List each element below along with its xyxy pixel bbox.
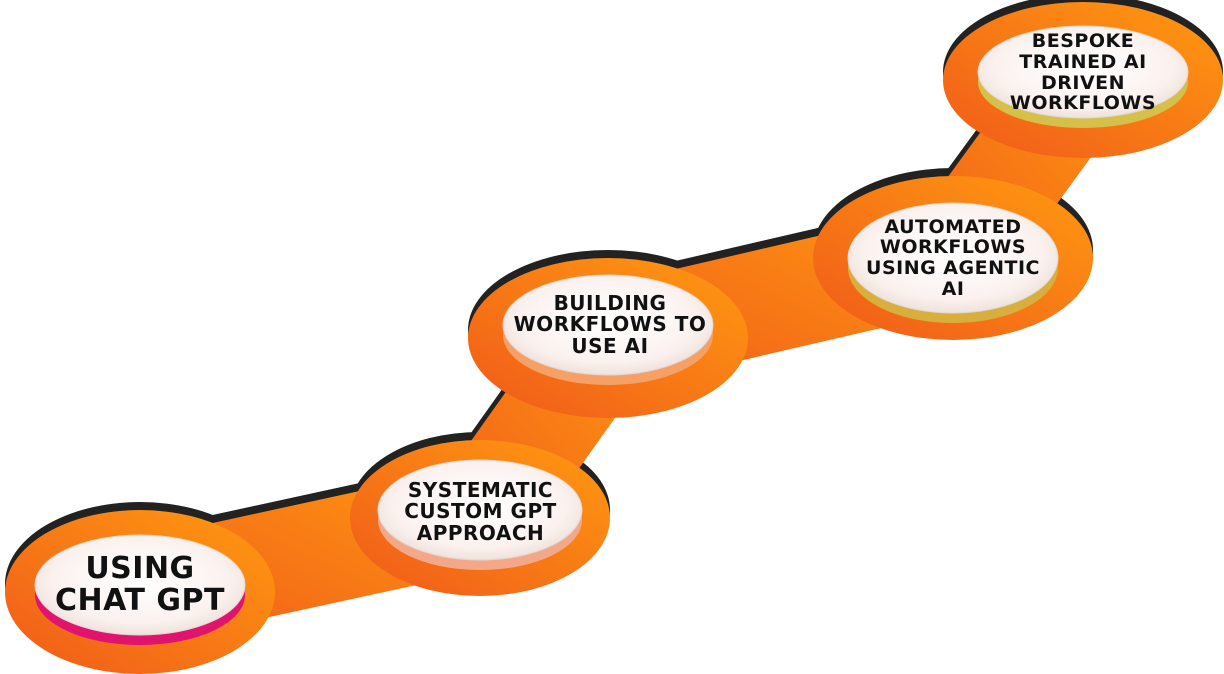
step-3-line-1: BUILDING [553,290,667,315]
step-3-label: BUILDING WORKFLOWS TO USE AI [505,275,715,375]
step-1-label: USING CHAT GPT [35,535,245,635]
step-discs [34,25,1189,645]
step-2-label: SYSTEMATIC CUSTOM GPT APPROACH [378,462,583,562]
step-2-line-1: SYSTEMATIC [407,477,554,502]
step-4-disc [847,202,1059,323]
step-4-line-4: AI [941,277,965,300]
step-4-disc-face [847,202,1059,314]
step-2-disc-face [377,459,583,561]
step-1-disc-face [34,534,246,636]
step-1-line-1: USING [85,550,195,586]
step-4-line-2: WORKFLOWS [879,236,1027,259]
step-1-disc [34,534,246,645]
step-2-line-2: CUSTOM GPT [404,499,557,524]
step-5-line-1: BESPOKE [1031,30,1135,53]
step-5-disc [977,25,1189,128]
step-2-disc [377,459,583,570]
step-5-label: BESPOKE TRAINED AI DRIVEN WORKFLOWS [978,30,1188,115]
step-5-line-2: TRAINED AI DRIVEN [1019,50,1147,94]
step-3-line-2: WORKFLOWS TO [513,312,707,337]
step-3-line-3: USE AI [571,333,649,358]
step-4-line-3: USING AGENTIC [866,257,1040,279]
step-5-disc-face [977,25,1189,119]
step-3-disc [502,274,714,385]
step-4-line-1: AUTOMATED [884,215,1022,238]
step-2-line-3: APPROACH [416,520,545,545]
step-3-disc-face [502,274,714,376]
step-5-line-3: WORKFLOWS [1009,92,1157,115]
step-4-label: AUTOMATED WORKFLOWS USING AGENTIC AI [848,203,1058,313]
step-1-line-2: CHAT GPT [55,583,225,618]
